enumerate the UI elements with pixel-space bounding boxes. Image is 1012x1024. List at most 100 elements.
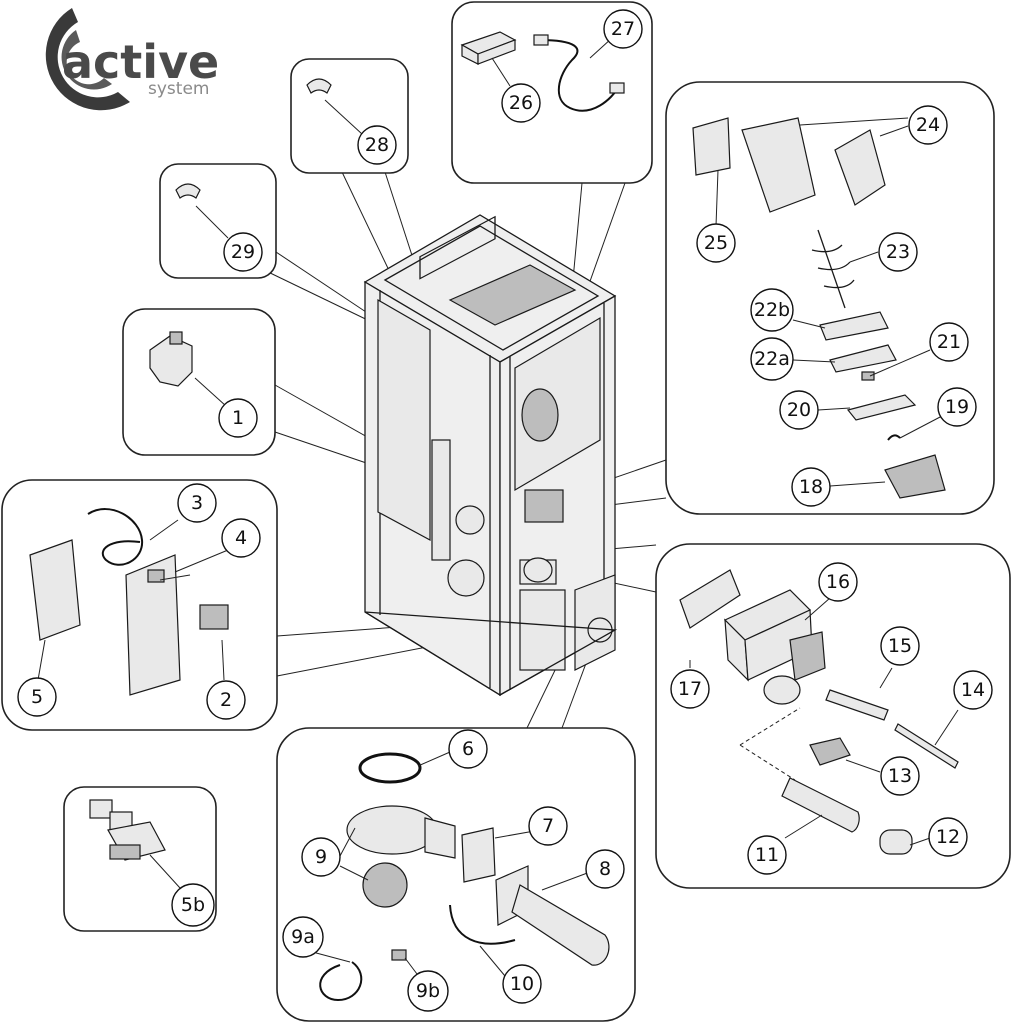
svg-text:16: 16 bbox=[826, 571, 850, 593]
svg-text:20: 20 bbox=[787, 399, 811, 421]
label-23: 23 bbox=[878, 232, 918, 272]
label-22b: 22b bbox=[750, 288, 794, 332]
label-6: 6 bbox=[448, 729, 488, 769]
svg-text:24: 24 bbox=[916, 114, 940, 136]
label-5: 5 bbox=[17, 677, 57, 717]
part-6-gasket bbox=[358, 752, 422, 784]
group-6-10 bbox=[276, 727, 636, 1022]
label-25: 25 bbox=[696, 223, 736, 263]
part-24-chute bbox=[741, 117, 816, 213]
part-5-board bbox=[29, 539, 81, 641]
label-8: 8 bbox=[585, 849, 625, 889]
svg-text:28: 28 bbox=[365, 134, 389, 156]
svg-text:19: 19 bbox=[945, 396, 969, 418]
svg-text:22b: 22b bbox=[754, 299, 790, 321]
logo-subtext: system bbox=[148, 79, 209, 99]
label-9a: 9a bbox=[282, 916, 324, 958]
part-4-plate bbox=[125, 554, 181, 696]
part-23-auger-flight bbox=[811, 244, 855, 289]
svg-text:21: 21 bbox=[937, 331, 961, 353]
svg-text:4: 4 bbox=[235, 527, 247, 549]
group-2-5 bbox=[1, 479, 278, 731]
logo-swoosh-outer bbox=[45, 8, 131, 111]
svg-text:23: 23 bbox=[886, 241, 910, 263]
part-7-seal bbox=[461, 827, 496, 883]
part-27-harness bbox=[539, 39, 619, 112]
svg-text:7: 7 bbox=[542, 815, 554, 837]
svg-text:8: 8 bbox=[599, 858, 611, 880]
svg-text:22a: 22a bbox=[754, 348, 790, 370]
label-2: 2 bbox=[206, 680, 246, 720]
part-3-wire bbox=[87, 508, 144, 566]
brand-logo: active system bbox=[45, 8, 219, 111]
label-1: 1 bbox=[218, 398, 258, 438]
part-15-tube bbox=[825, 689, 889, 721]
svg-text:6: 6 bbox=[462, 738, 474, 760]
part-9-impeller bbox=[362, 862, 408, 908]
label-16: 16 bbox=[818, 562, 858, 602]
label-4: 4 bbox=[221, 518, 261, 558]
svg-text:2: 2 bbox=[220, 689, 232, 711]
label-15: 15 bbox=[880, 626, 920, 666]
part-14-rod bbox=[894, 723, 959, 769]
svg-text:1: 1 bbox=[232, 407, 244, 429]
svg-text:29: 29 bbox=[231, 241, 255, 263]
part-10-sensor-wire bbox=[449, 904, 516, 945]
part-29-clip bbox=[175, 183, 201, 199]
label-26: 26 bbox=[501, 83, 541, 123]
part-22b-plate bbox=[819, 311, 889, 341]
label-5b: 5b bbox=[171, 883, 215, 927]
group-26-27 bbox=[451, 1, 653, 184]
svg-text:18: 18 bbox=[799, 476, 823, 498]
label-22a: 22a bbox=[750, 337, 794, 381]
label-12: 12 bbox=[928, 817, 968, 857]
callout-box-6-10 bbox=[276, 727, 636, 1022]
part-24-cover bbox=[834, 129, 886, 206]
label-17: 17 bbox=[670, 669, 710, 709]
part-19-coupling bbox=[887, 434, 901, 441]
label-18: 18 bbox=[791, 467, 831, 507]
label-29: 29 bbox=[223, 232, 263, 272]
label-21: 21 bbox=[929, 322, 969, 362]
svg-text:11: 11 bbox=[755, 844, 779, 866]
label-10: 10 bbox=[502, 964, 542, 1004]
part-17-gasket bbox=[679, 569, 741, 629]
svg-text:9b: 9b bbox=[416, 980, 440, 1002]
part-13-igniter-block bbox=[809, 737, 851, 766]
part-8-tube bbox=[511, 884, 610, 966]
part-28-clip bbox=[306, 78, 332, 94]
label-13: 13 bbox=[880, 756, 920, 796]
part-20-plate bbox=[846, 394, 917, 421]
group-1 bbox=[122, 308, 276, 456]
svg-text:10: 10 bbox=[510, 973, 534, 995]
label-27: 27 bbox=[603, 9, 643, 49]
part-22a-plate bbox=[829, 344, 897, 373]
part-11-pipe bbox=[781, 777, 860, 833]
svg-text:9: 9 bbox=[315, 846, 327, 868]
svg-text:15: 15 bbox=[888, 635, 912, 657]
svg-text:27: 27 bbox=[611, 18, 635, 40]
label-3: 3 bbox=[177, 483, 217, 523]
svg-text:13: 13 bbox=[888, 765, 912, 787]
svg-text:3: 3 bbox=[191, 492, 203, 514]
svg-text:14: 14 bbox=[961, 679, 985, 701]
pellet-hopper-opening bbox=[448, 264, 577, 326]
group-11-17 bbox=[655, 543, 1011, 889]
svg-text:12: 12 bbox=[936, 826, 960, 848]
label-28: 28 bbox=[357, 125, 397, 165]
label-9: 9 bbox=[301, 837, 341, 877]
part-18-motor bbox=[884, 454, 946, 499]
boiler-cabinet bbox=[363, 214, 618, 697]
part-2-switch bbox=[199, 604, 229, 630]
label-11: 11 bbox=[747, 835, 787, 875]
label-19: 19 bbox=[937, 387, 977, 427]
logo-swoosh-inner bbox=[61, 30, 112, 90]
part-9-fan-housing bbox=[346, 805, 438, 855]
label-9b: 9b bbox=[407, 970, 449, 1012]
part-25-gasket bbox=[692, 117, 731, 176]
svg-text:17: 17 bbox=[678, 678, 702, 700]
logo-text: active bbox=[62, 35, 219, 89]
part-9a-cable bbox=[319, 961, 363, 1002]
